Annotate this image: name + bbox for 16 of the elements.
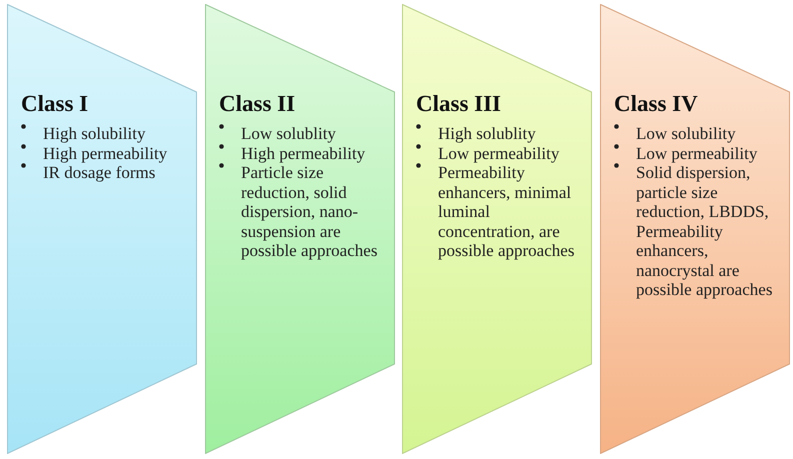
bullet-item: High permeability [21, 144, 183, 163]
bullet-item: Particle size reduction, solid dispersion, nano-suspension are possible approaches [219, 163, 381, 260]
bullet-item: Low solubility [614, 124, 776, 144]
bullet-item: Solid dispersion, particle size reduction, LBDDS, Permeability enhancers, nanocrystal are possible approaches [614, 163, 776, 300]
bullet-item: Low permeability [416, 144, 578, 163]
bullet-item: Low permeability [614, 144, 776, 163]
bullet-item: Low solublity [219, 124, 381, 144]
bullet-item: IR dosage forms [21, 163, 183, 182]
class-heading: Class I [21, 90, 88, 118]
class-heading: Class IV [614, 90, 698, 118]
bullet-item: High solublity [416, 124, 578, 144]
bullet-item: High permeability [219, 144, 381, 163]
class-heading: Class II [219, 90, 296, 118]
bullet-item: High solubility [21, 124, 183, 144]
class-heading: Class III [416, 90, 502, 118]
bullet-item: Permeability enhancers, minimal luminal concentration, are possible approaches [416, 163, 578, 260]
